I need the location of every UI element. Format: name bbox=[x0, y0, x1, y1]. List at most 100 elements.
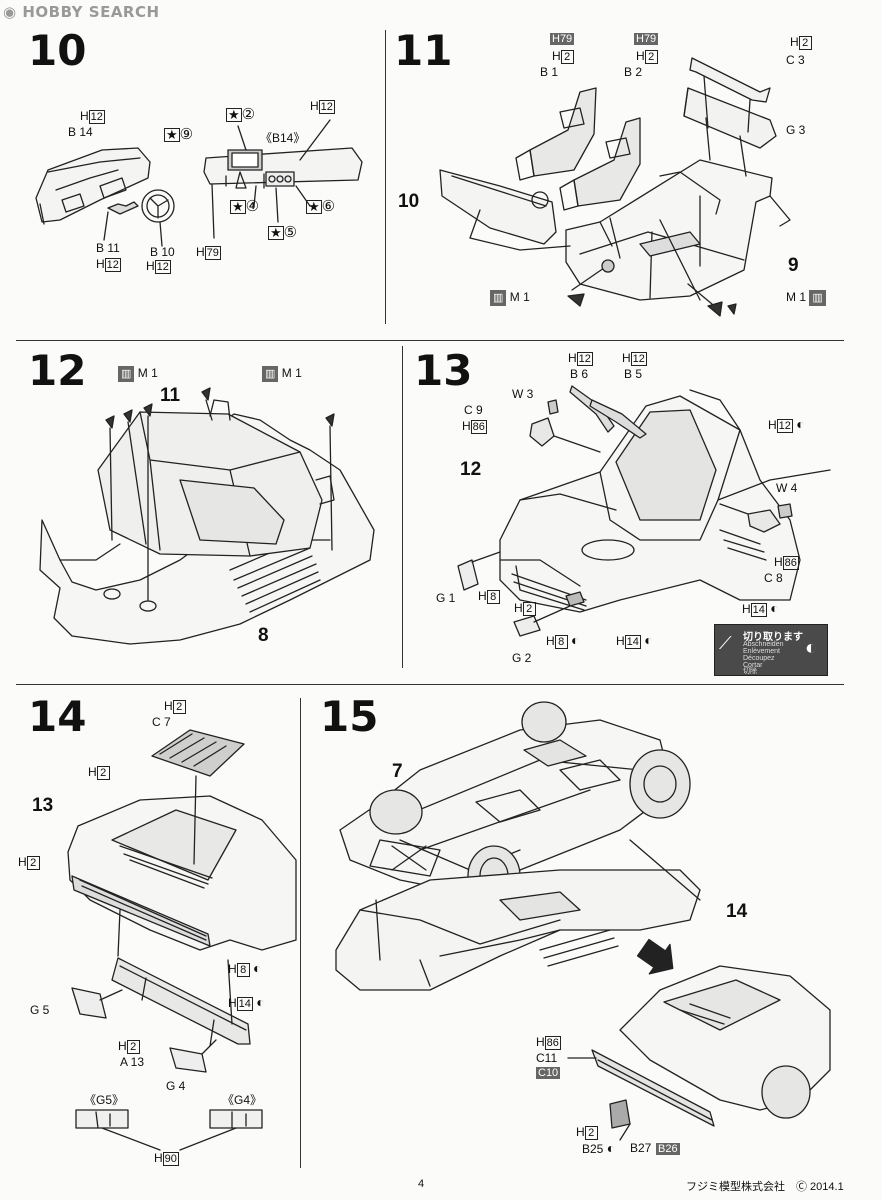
part-g5-view-label: 《G5》 bbox=[84, 1093, 125, 1107]
part-b5-label: B 5 bbox=[624, 367, 643, 381]
step-14-number: 14 bbox=[28, 692, 87, 741]
part-b1-label: B 1 bbox=[540, 65, 559, 79]
divider-row-2 bbox=[16, 684, 844, 685]
part-w3-label: W 3 bbox=[512, 387, 534, 401]
part-c7-label: C 7 bbox=[152, 715, 171, 729]
screw-icon: ▥ bbox=[118, 366, 135, 382]
star-icon: ★ bbox=[226, 107, 242, 122]
screw-m1a-label: ▥ M 1 bbox=[490, 290, 530, 306]
part-c3-label: C 3 bbox=[786, 53, 805, 67]
half-paint-icon: ◐ bbox=[644, 632, 653, 648]
half-paint-icon: ◐ bbox=[805, 637, 818, 659]
cut-legend-line: 切除 bbox=[743, 668, 757, 675]
screw-icon: ▥ bbox=[490, 290, 507, 306]
divider-row-1 bbox=[16, 340, 844, 341]
step-13-number: 13 bbox=[414, 346, 473, 395]
ref-step-14: 14 bbox=[726, 901, 748, 922]
part-c8-label: C 8 bbox=[764, 571, 783, 585]
car-rear-drawing bbox=[67, 729, 297, 1151]
part-g1-label: G 1 bbox=[436, 591, 456, 605]
knife-icon: ⟋ bbox=[719, 633, 732, 653]
step-11-number: 11 bbox=[394, 26, 453, 75]
part-b2-label: B 2 bbox=[624, 65, 643, 79]
cut-legend-line: Cortar bbox=[743, 662, 763, 669]
divider-14-15 bbox=[300, 698, 301, 1168]
ref-step-13: 13 bbox=[32, 795, 54, 816]
page-number: 4 bbox=[418, 1178, 425, 1190]
part-w4-label: W 4 bbox=[776, 481, 798, 495]
step-15-number: 15 bbox=[320, 692, 379, 741]
part-c10-label: C10 bbox=[536, 1067, 561, 1079]
part-g3-label: G 3 bbox=[786, 123, 806, 137]
cut-legend-line: Abschneiden bbox=[743, 641, 784, 648]
divider-12-13 bbox=[402, 346, 403, 668]
ref-step-11: 11 bbox=[160, 385, 181, 406]
star-icon: ★ bbox=[230, 199, 246, 214]
ref-step-9: 9 bbox=[788, 255, 799, 276]
hobby-search-watermark: ◉ HOBBY SEARCH bbox=[3, 3, 160, 21]
part-g5-label: G 5 bbox=[30, 1003, 50, 1017]
part-b11-label: B 11 bbox=[96, 241, 120, 255]
part-b6-label: B 6 bbox=[570, 367, 589, 381]
star-icon: ★ bbox=[306, 199, 322, 214]
part-letter: H bbox=[80, 109, 89, 123]
screw-m1b-label: M 1 ▥ bbox=[786, 290, 826, 306]
paint-code-box: 12 bbox=[88, 110, 105, 124]
company-name: フジミ模型株式会社 bbox=[686, 1181, 785, 1193]
part-b25-label: B25 ◐ bbox=[582, 1140, 616, 1156]
screw-m1-label-b: ▥ M 1 bbox=[262, 366, 302, 382]
ref-step-12: 12 bbox=[460, 459, 482, 480]
divider-10-11 bbox=[385, 30, 386, 324]
screw-icon: ▥ bbox=[809, 290, 826, 306]
body-tub-drawing bbox=[39, 387, 375, 645]
screw-icon: ▥ bbox=[262, 366, 279, 382]
half-paint-icon: ◐ bbox=[571, 632, 580, 648]
star-icon: ★ bbox=[268, 225, 284, 240]
cut-legend-line: Enlèvement bbox=[743, 648, 780, 655]
decal-5-label: ★⑤ bbox=[268, 224, 298, 241]
part-h79b-label: H79 bbox=[634, 33, 659, 45]
cut-legend-line: Découpez bbox=[743, 655, 775, 662]
part-b27-label: B27 bbox=[630, 1141, 652, 1155]
dashboard-drawing bbox=[35, 119, 363, 247]
decal-4-label: ★④ bbox=[230, 198, 260, 215]
part-g2-label: G 2 bbox=[512, 651, 532, 665]
half-paint-icon: ◐ bbox=[253, 960, 262, 976]
half-paint-icon: ◐ bbox=[796, 416, 805, 432]
car-front-drawing bbox=[457, 385, 831, 637]
copyright: Ⓒ 2014.1 bbox=[796, 1181, 844, 1193]
part-b26-label: B26 bbox=[656, 1143, 680, 1155]
decal-9-label: ★⑨ bbox=[164, 126, 194, 143]
half-paint-icon: ◐ bbox=[606, 1140, 616, 1156]
decal-6-label: ★⑥ bbox=[306, 198, 336, 215]
half-paint-icon: ◐ bbox=[770, 600, 779, 616]
part-a13-label: A 13 bbox=[120, 1055, 145, 1069]
decal-2-label: ★② bbox=[226, 106, 256, 123]
part-b14-label: B 14 bbox=[68, 125, 93, 139]
star-icon: ★ bbox=[164, 127, 180, 142]
part-g4-view-label: 《G4》 bbox=[222, 1093, 263, 1107]
